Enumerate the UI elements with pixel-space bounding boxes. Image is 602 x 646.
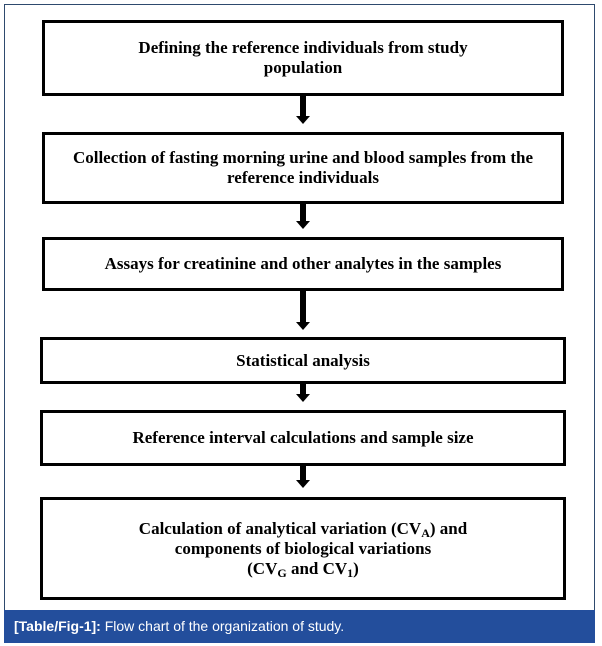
flow-step-3-text: Assays for creatinine and other analytes… bbox=[104, 254, 502, 273]
flow-step-6-line-1: Calculation of analytical variation (CVA… bbox=[138, 518, 468, 540]
flow-step-5-text: Reference interval calculations and samp… bbox=[132, 428, 474, 447]
flow-step-2: Collection of fasting morning urine and … bbox=[42, 132, 564, 204]
arrow-down-icon bbox=[296, 204, 310, 229]
arrow-down-icon bbox=[296, 291, 310, 330]
caption-label: [Table/Fig-1]: bbox=[14, 618, 101, 634]
flow-step-6-line-3: (CVG and CV1) bbox=[247, 558, 359, 580]
flow-step-1-text: Defining the reference individuals from … bbox=[138, 38, 468, 77]
flow-step-4: Statistical analysis bbox=[40, 337, 566, 384]
flow-step-1: Defining the reference individuals from … bbox=[42, 20, 564, 96]
flow-step-5: Reference interval calculations and samp… bbox=[40, 410, 566, 466]
flow-step-4-text: Statistical analysis bbox=[236, 350, 370, 370]
flow-step-6: Calculation of analytical variation (CVA… bbox=[40, 497, 566, 600]
figure-caption: [Table/Fig-1]: Flow chart of the organiz… bbox=[4, 610, 595, 643]
arrow-down-icon bbox=[296, 96, 310, 124]
arrow-down-icon bbox=[296, 384, 310, 402]
arrow-down-icon bbox=[296, 466, 310, 488]
flow-step-6-line-2: components of biological variations bbox=[174, 538, 432, 558]
flow-step-2-text: Collection of fasting morning urine and … bbox=[72, 148, 534, 187]
caption-text: Flow chart of the organization of study. bbox=[100, 618, 345, 634]
flow-step-3: Assays for creatinine and other analytes… bbox=[42, 237, 564, 291]
